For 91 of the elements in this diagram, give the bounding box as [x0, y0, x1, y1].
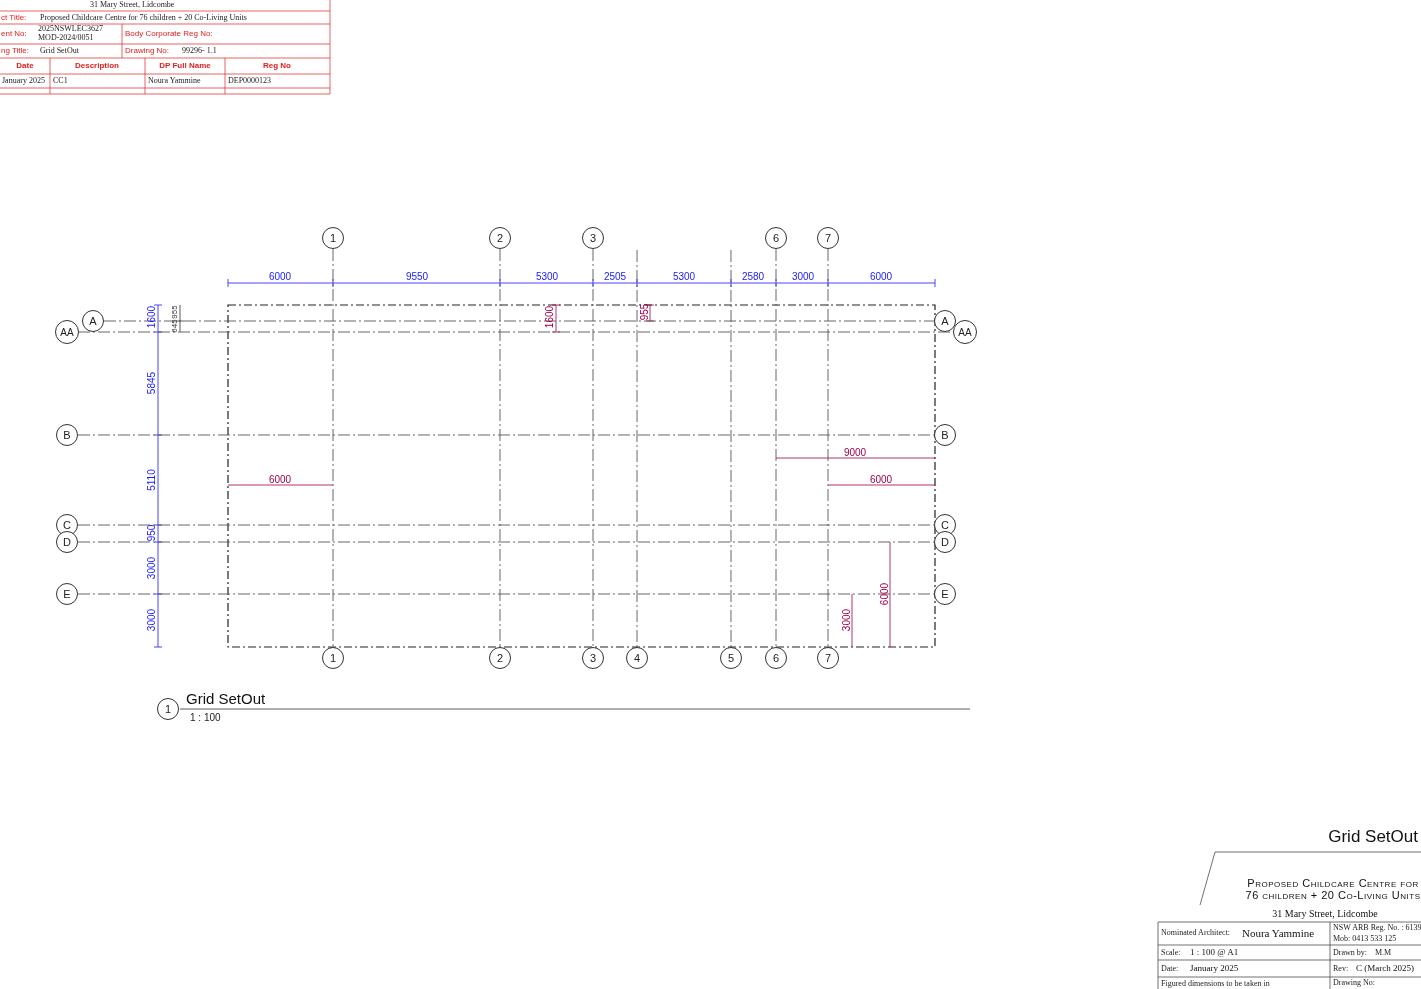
grid-bubble: A	[82, 310, 104, 332]
table-text: ct Title:	[1, 13, 27, 23]
table-text: CC1	[53, 76, 68, 86]
table-text: Grid SetOut	[40, 46, 79, 56]
grid-line	[636, 249, 638, 648]
drawing-title: Grid SetOut	[186, 690, 266, 708]
grid-bubble: 3	[582, 227, 604, 249]
grid-bubble: 6	[765, 647, 787, 669]
table-text: NSW ARB Reg. No. : 6139	[1333, 923, 1421, 933]
grid-line	[332, 248, 334, 648]
table-text: ng Title:	[1, 46, 29, 56]
dimension-text: 950	[145, 524, 157, 542]
scale-text: 1 : 100	[190, 711, 221, 723]
grid-bubble: B	[56, 424, 78, 446]
grid-bubble: AA	[55, 320, 79, 344]
dimension-text: 5845	[145, 371, 157, 395]
grid-bubble: 3	[582, 647, 604, 669]
table-text: Noura Yammine	[148, 76, 201, 86]
table-text: Rev:	[1333, 964, 1349, 974]
table-text: Date:	[1161, 964, 1179, 974]
table-text: ent No:	[1, 29, 27, 39]
grid-bubble: 1	[157, 698, 179, 720]
table-text: Drawing No:	[1333, 978, 1375, 988]
dimension-text: 2580	[741, 270, 765, 282]
grid-line	[592, 248, 594, 648]
drawing-title: Grid SetOut	[1328, 827, 1418, 847]
table-text: Drawing No:	[125, 46, 169, 56]
grid-bubble: D	[56, 531, 78, 553]
table-text: Proposed Childcare Centre for 76 children + 20 Co-Living Units	[1245, 876, 1421, 902]
table-text: Drawn by:	[1333, 948, 1367, 958]
table-text: Scale:	[1161, 948, 1181, 958]
grid-bubble: E	[56, 583, 78, 605]
dimension-text: 6000	[268, 270, 292, 282]
dimension-text: 9550	[405, 270, 429, 282]
dimension-text: 3000	[840, 608, 852, 632]
table-text: January 2025	[1190, 964, 1239, 974]
grid-line	[827, 248, 829, 648]
table-text: Proposed Childcare Centre for 76 children + 20 Co-Living Units	[40, 13, 247, 23]
table-text: M.M	[1375, 948, 1392, 958]
grid-bubble: 5	[720, 647, 742, 669]
table-text: 1 : 100 @ A1	[1190, 948, 1239, 958]
dimension-text: 6000	[878, 582, 890, 606]
table-text: Date	[16, 61, 34, 71]
dimension-text: 9000	[843, 446, 867, 458]
table-text: Mob: 0413 533 125	[1333, 934, 1397, 944]
table-text: 99296- 1.1	[182, 46, 217, 56]
table-text: DP Full Name	[159, 61, 211, 71]
table-text: Reg No	[263, 61, 291, 71]
grid-bubble: D	[934, 531, 956, 553]
dimension-text: 955	[638, 303, 650, 321]
grid-bubble: 1	[322, 647, 344, 669]
dimension-text: 2505	[603, 270, 627, 282]
grid-bubble: 2	[489, 227, 511, 249]
dimension-text: 3000	[791, 270, 815, 282]
grid-bubble: 6	[765, 227, 787, 249]
dimension-text: 1600	[145, 305, 157, 329]
dimension-text: 6000	[869, 270, 893, 282]
table-text: Noura Yammine	[1242, 926, 1315, 940]
grid-bubble: 7	[817, 647, 839, 669]
table-text: Description	[75, 61, 119, 71]
grid-bubble: B	[934, 424, 956, 446]
table-text: 2025NSWLEC3627 MOD-2024/0051	[38, 25, 104, 43]
table-text: 31 Mary Street, Lidcombe	[90, 0, 175, 10]
grid-line	[730, 249, 732, 648]
grid-line	[775, 248, 777, 648]
table-text: Body Corporate Reg No:	[125, 29, 213, 39]
table-text: C (March 2025)	[1356, 964, 1414, 974]
grid-bubble: A	[934, 310, 956, 332]
dimension-text: 955	[170, 305, 180, 319]
table-text: 31 Mary Street, Lidcombe	[1272, 907, 1378, 919]
dimension-text: 5110	[145, 469, 157, 491]
grid-line	[103, 320, 935, 322]
grid-bubble: AA	[953, 320, 977, 344]
grid-bubble: 4	[626, 647, 648, 669]
grid-bubble: E	[934, 583, 956, 605]
dimension-text: 1600	[543, 305, 555, 329]
table-text: Nominated Architect:	[1161, 928, 1231, 938]
table-text: DEP0000123	[228, 76, 272, 86]
grid-bubble: 7	[817, 227, 839, 249]
dimension-text: 3000	[145, 608, 157, 632]
dimension-text: 645	[170, 319, 180, 333]
dimension-text: 6000	[268, 473, 292, 485]
grid-bubble: 1	[322, 227, 344, 249]
table-text: Figured dimensions to be taken in	[1161, 979, 1270, 989]
table-text: January 2025	[2, 76, 45, 86]
grid-bubble: 2	[489, 647, 511, 669]
dimension-text: 5300	[672, 270, 696, 282]
dimension-text: 3000	[145, 556, 157, 580]
dimension-text: 6000	[869, 473, 893, 485]
dimension-text: 5300	[535, 270, 559, 282]
grid-line	[499, 248, 501, 648]
